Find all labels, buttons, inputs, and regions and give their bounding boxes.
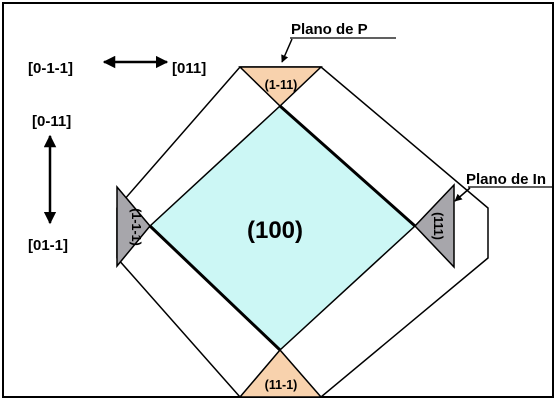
- plano-de-in-pointer: [454, 187, 471, 202]
- face-left-triangle: [116, 184, 151, 269]
- direction-label-left: [0-1-1]: [28, 60, 73, 77]
- plano-de-p-pointer: [281, 38, 293, 63]
- direction-label-right: [011]: [172, 60, 206, 77]
- face-left-label: (1-1-1): [129, 208, 143, 246]
- direction-label-top: [0-11]: [32, 113, 71, 130]
- direction-label-bottom: [01-1]: [28, 237, 68, 254]
- face-top-triangle: [238, 66, 323, 108]
- center-face-edge-bold-2: [148, 224, 282, 352]
- center-face-label: (100): [247, 217, 303, 244]
- face-bottom-label: (11-1): [265, 378, 298, 392]
- face-right-label: (111): [431, 212, 445, 240]
- face-top-label: (1-11): [265, 78, 298, 92]
- plano-de-in-label: Plano de In: [466, 171, 546, 188]
- face-right-triangle: [413, 183, 455, 269]
- face-bottom-triangle: [238, 348, 323, 398]
- plano-de-p-label: Plano de P: [291, 21, 368, 38]
- center-face-edge-bold: [279, 104, 416, 228]
